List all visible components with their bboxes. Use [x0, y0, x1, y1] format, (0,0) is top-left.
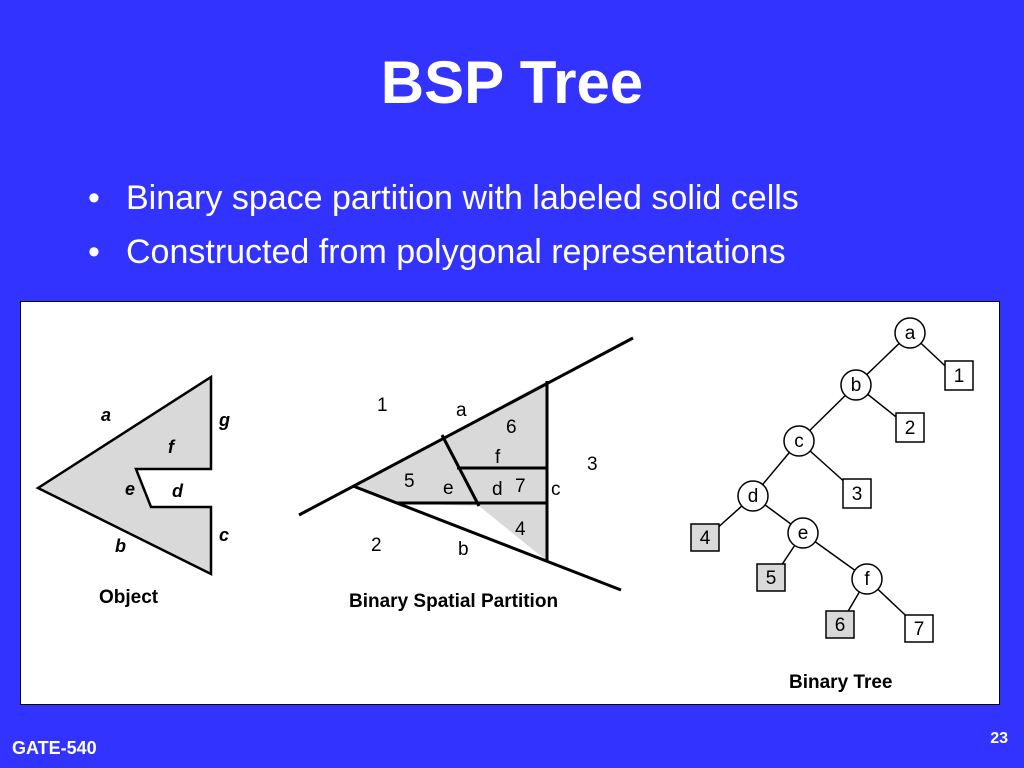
tree-node-label: d	[748, 486, 759, 507]
tree-node	[894, 317, 926, 349]
bullet-text: Binary space partition with labeled soli…	[126, 179, 799, 217]
tree-node-label: b	[851, 375, 862, 396]
tree-node	[840, 369, 872, 401]
tree-node-label: e	[798, 523, 809, 544]
object-edge-label: f	[168, 437, 176, 457]
partition-solid-region	[353, 381, 547, 561]
tree-node-label: a	[905, 323, 916, 344]
tree-node	[787, 517, 819, 549]
tree-node	[851, 563, 883, 595]
partition-edge-label: e	[443, 478, 454, 499]
tree-leaf-label: 3	[852, 484, 863, 505]
object-edge-label: d	[172, 481, 184, 501]
partition-region-label: 4	[515, 519, 526, 540]
partition-caption: Binary Spatial Partition	[349, 591, 558, 612]
tree-leaf-box	[842, 478, 872, 509]
object-diagram: a g f e d b c Object	[35, 374, 230, 608]
bullet-item: • Binary space partition with labeled so…	[88, 176, 799, 230]
tree-node	[783, 425, 815, 457]
bullet-glyph: •	[88, 179, 100, 217]
object-edge-label: a	[101, 405, 111, 425]
object-caption: Object	[99, 587, 159, 608]
bullet-text: Constructed from polygonal representatio…	[126, 233, 786, 271]
object-edge-label: c	[219, 525, 229, 545]
tree-leaf-label: 5	[766, 568, 777, 589]
tree-leaf-box	[825, 610, 855, 639]
tree-caption: Binary Tree	[789, 672, 893, 693]
object-edge-label: g	[218, 410, 230, 430]
tree-leaf-label: 1	[954, 366, 965, 387]
tree-node-label: c	[794, 431, 804, 452]
partition-region-label: 1	[377, 395, 388, 416]
page-number: 23	[990, 730, 1008, 747]
tree-leaf-label: 2	[905, 418, 916, 439]
tree-leaf-label: 6	[835, 615, 846, 636]
object-edge-label: e	[125, 479, 135, 499]
binary-tree-diagram: a b c d e f 1 2 3 4 5 6 7 Binary Tree	[690, 317, 974, 693]
partition-edge-label: b	[458, 539, 469, 560]
tree-node	[737, 480, 769, 512]
bsp-figure-svg: a g f e d b c Object 1 2 3 4 5 6 7 a	[35, 317, 974, 693]
partition-edge-label: c	[551, 479, 561, 500]
tree-leaf-box	[904, 614, 934, 643]
tree-leaf-box	[756, 563, 786, 592]
partition-region-label: 2	[371, 535, 382, 556]
partition-region-label: 3	[587, 454, 598, 475]
partition-edge-label: f	[495, 447, 501, 468]
bullet-list: • Binary space partition with labeled so…	[88, 176, 799, 284]
tree-leaf-box	[944, 360, 974, 391]
bullet-item: • Constructed from polygonal representat…	[88, 230, 799, 284]
tree-leaf-box	[895, 412, 925, 443]
bsp-figure-panel: a g f e d b c Object 1 2 3 4 5 6 7 a	[20, 301, 1000, 705]
partition-edge-label: a	[456, 400, 467, 421]
tree-node-label: f	[864, 569, 870, 590]
slide-title: BSP Tree	[380, 49, 644, 116]
partition-region-label: 5	[404, 471, 415, 492]
partition-diagram: 1 2 3 4 5 6 7 a f e d c b Binary Spatial…	[298, 336, 634, 612]
partition-region-label: 7	[515, 476, 526, 497]
bullet-glyph: •	[88, 233, 100, 271]
tree-leaf-box	[690, 523, 720, 552]
partition-region-label: 6	[506, 417, 517, 438]
tree-leaf-label: 7	[914, 619, 925, 640]
footer-course-label: GATE-540	[12, 738, 97, 758]
tree-leaf-label: 4	[700, 528, 711, 549]
partition-edge-label: d	[492, 479, 503, 500]
object-polygon	[35, 374, 213, 577]
object-edge-label: b	[115, 536, 126, 556]
partition-line-e	[440, 434, 481, 507]
